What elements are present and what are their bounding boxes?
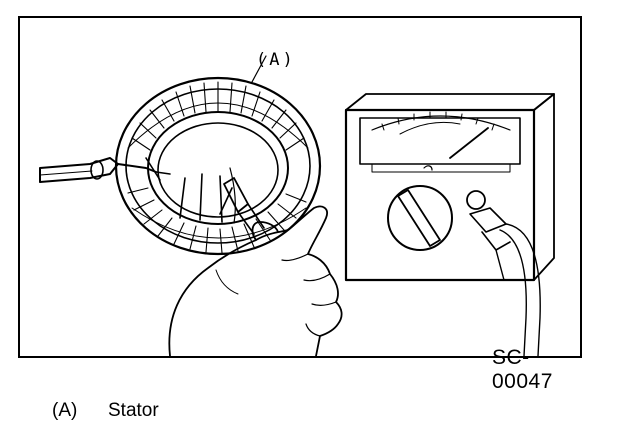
caption: (A) Stator	[52, 400, 159, 422]
hand-illustration	[168, 205, 343, 356]
figure-frame: (A) SC-00047	[18, 16, 582, 393]
callout-label-a: (A)	[256, 50, 296, 70]
illustration	[39, 55, 555, 356]
figure-id: SC-00047	[492, 346, 553, 393]
probe-illustration	[39, 157, 171, 183]
caption-ref: (A)	[52, 400, 78, 421]
stator-illustration	[114, 55, 322, 256]
caption-text: Stator	[108, 400, 159, 421]
tester-illustration	[344, 93, 555, 356]
